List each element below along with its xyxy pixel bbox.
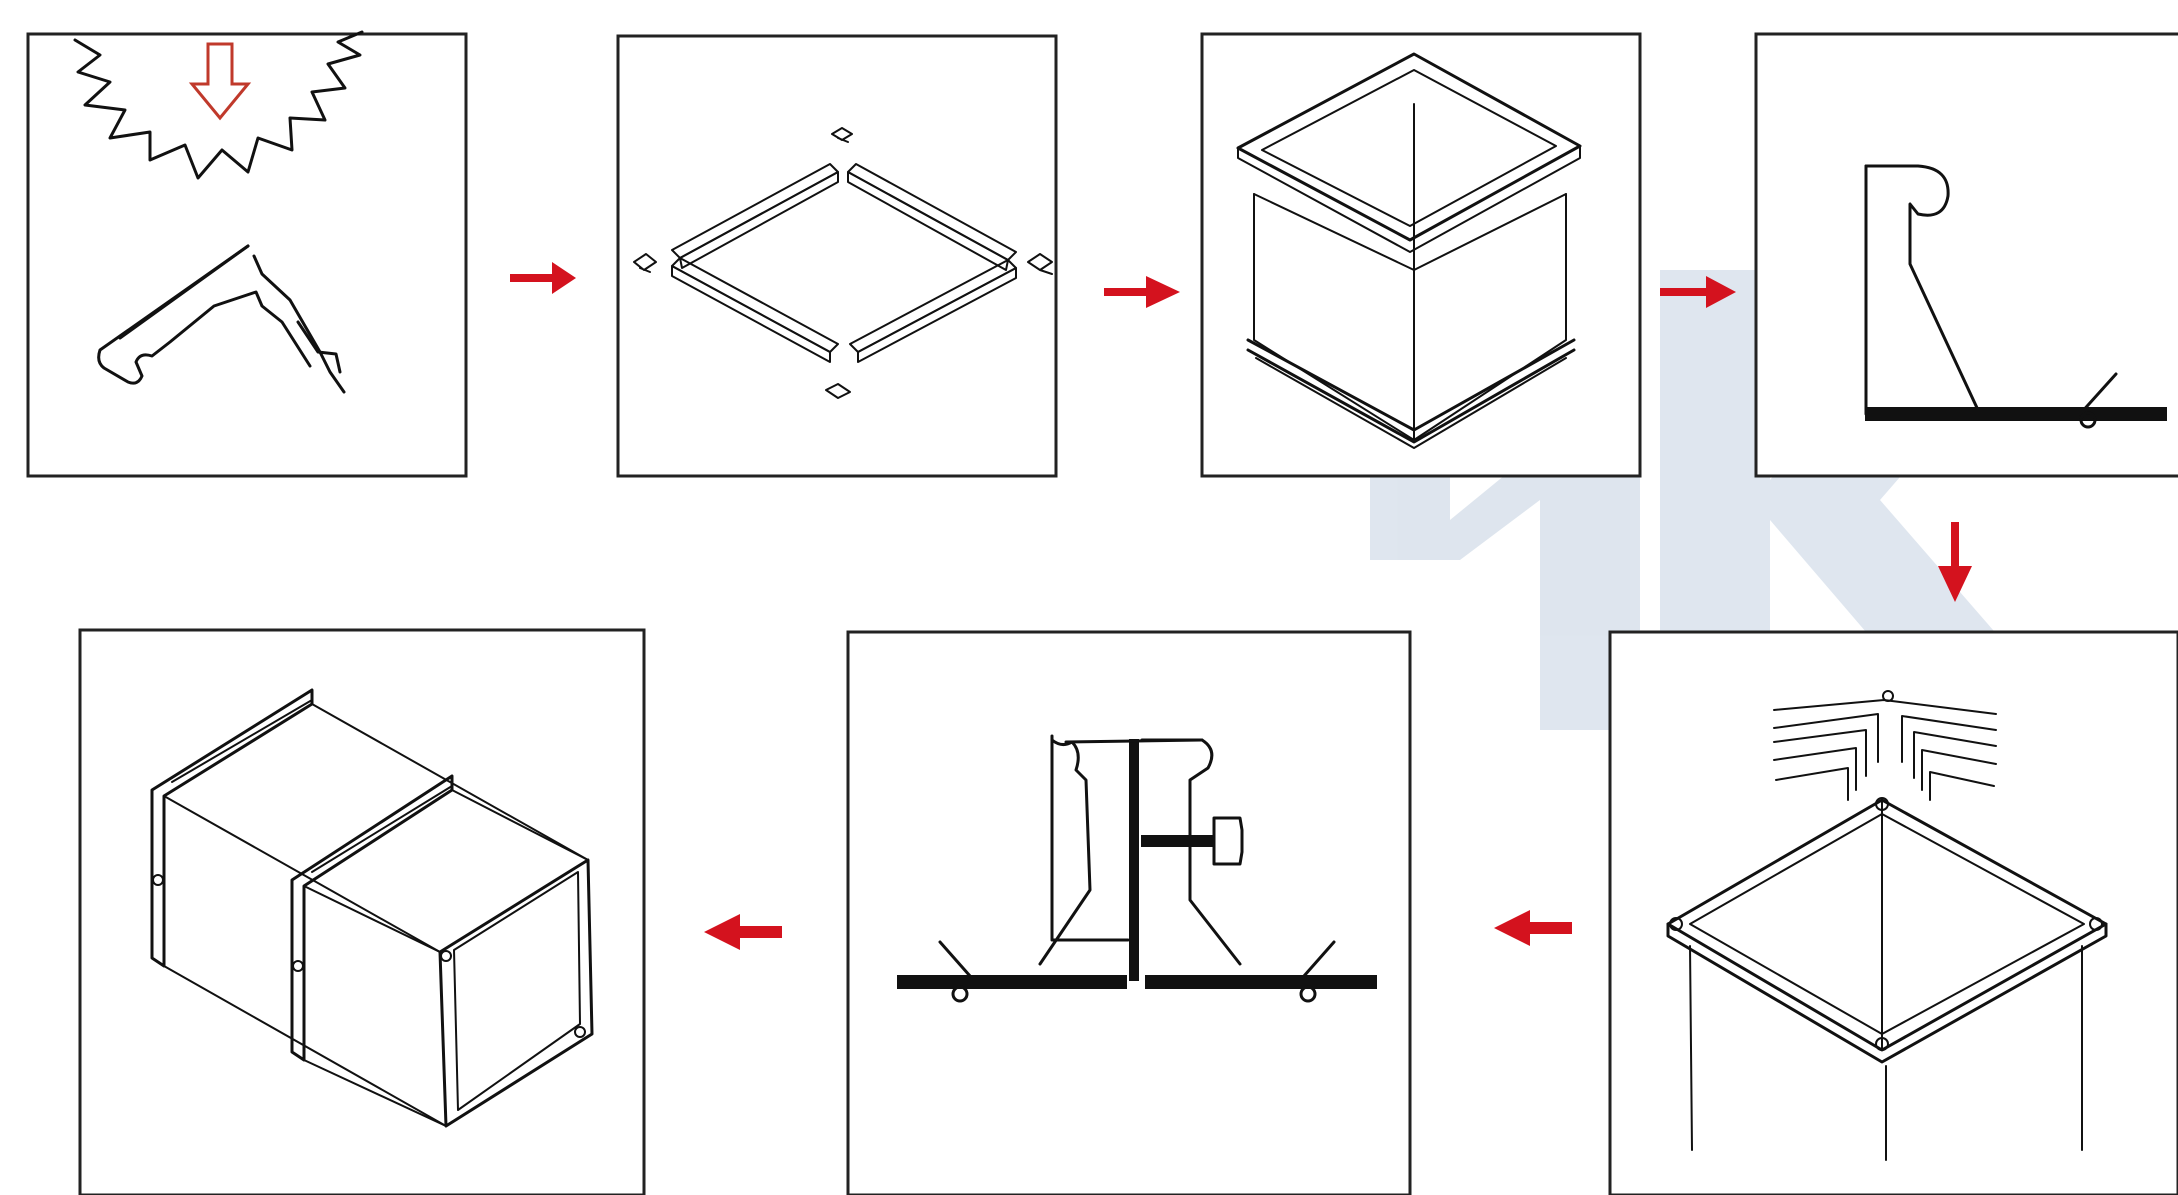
arrow-step-1-to-2: [510, 262, 576, 294]
step-7-panel: [80, 630, 644, 1195]
step-2-panel: [618, 36, 1056, 476]
step-1-panel: [28, 32, 466, 476]
arrow-step-2-to-3: [1104, 276, 1180, 308]
step-5-panel: [1610, 632, 2178, 1195]
step-6-panel: [848, 632, 1410, 1195]
arrow-step-5-to-6: [1494, 910, 1572, 946]
step-4-panel: [1756, 34, 2178, 476]
step-3-panel: [1202, 34, 1640, 476]
arrow-step-6-to-7: [704, 914, 782, 950]
